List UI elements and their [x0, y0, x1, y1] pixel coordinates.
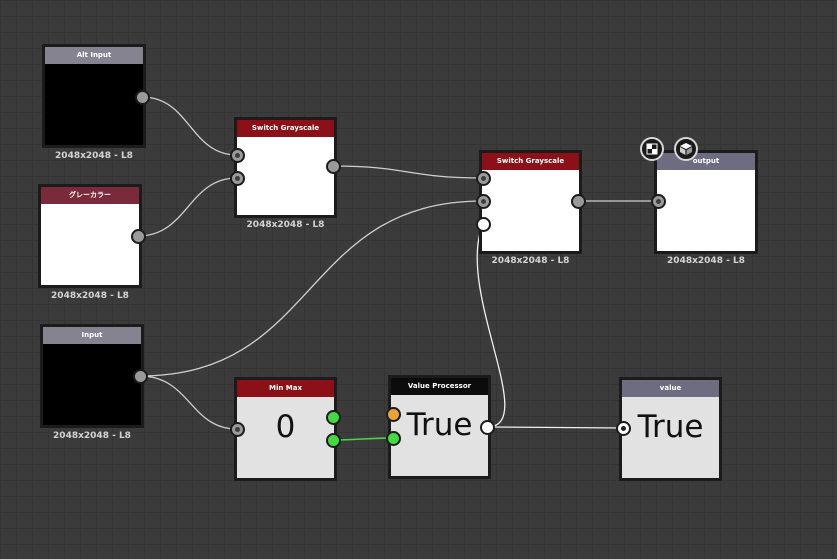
- node-preview: [43, 344, 141, 425]
- input-port[interactable]: [615, 420, 631, 436]
- node-preview: [41, 204, 139, 285]
- node-body: 0: [237, 397, 334, 478]
- node-caption: 2048x2048 - L8: [55, 151, 133, 161]
- output-port[interactable]: [570, 193, 586, 209]
- node-gray-color[interactable]: グレーカラー: [38, 184, 142, 288]
- node-value: 0: [275, 409, 296, 445]
- input-port[interactable]: [229, 170, 245, 186]
- input-port[interactable]: [650, 193, 666, 209]
- node-value: True: [637, 409, 704, 445]
- node-preview: [657, 170, 755, 251]
- input-port[interactable]: [229, 421, 245, 437]
- node-title: value: [622, 380, 719, 397]
- input-port[interactable]: [385, 406, 401, 422]
- node-caption: 2048x2048 - L8: [491, 256, 570, 266]
- node-value[interactable]: value True: [619, 377, 722, 481]
- node-min-max[interactable]: Min Max 0: [234, 377, 337, 481]
- node-caption: 2048x2048 - L8: [53, 431, 131, 441]
- node-caption: 2048x2048 - L8: [51, 291, 129, 301]
- node-input[interactable]: Input: [40, 324, 144, 428]
- node-switch-grayscale-1[interactable]: Switch Grayscale: [234, 117, 337, 218]
- wire-input-to-minmax: [139, 375, 238, 430]
- node-caption: 2048x2048 - L8: [246, 220, 325, 230]
- node-title: Value Processor: [391, 378, 488, 396]
- cube-view-icon[interactable]: [674, 137, 698, 161]
- checker-view-icon[interactable]: [640, 137, 664, 161]
- node-preview: [45, 64, 143, 145]
- wire-gray-to-switch1: [137, 177, 238, 237]
- node-body: True: [622, 397, 719, 478]
- output-port-bool[interactable]: [325, 432, 341, 448]
- input-port[interactable]: [229, 147, 245, 163]
- node-preview: [237, 137, 334, 215]
- node-preview: [482, 170, 579, 251]
- output-port[interactable]: [479, 419, 495, 435]
- wire-processor-to-value: [486, 426, 624, 429]
- wire-minmax-to-processor: [332, 437, 394, 441]
- node-value: True: [406, 407, 473, 443]
- node-switch-grayscale-2[interactable]: Switch Grayscale: [479, 150, 582, 254]
- output-port-bool[interactable]: [325, 409, 341, 425]
- output-port[interactable]: [325, 158, 341, 174]
- output-port[interactable]: [134, 89, 150, 105]
- node-title: Alt Input: [45, 47, 143, 64]
- node-title: Min Max: [237, 380, 334, 397]
- input-port[interactable]: [475, 193, 491, 209]
- node-title: Switch Grayscale: [237, 120, 334, 137]
- node-alt-input[interactable]: Alt Input: [42, 44, 146, 148]
- output-port[interactable]: [132, 368, 148, 384]
- node-title: output: [657, 153, 755, 170]
- node-value-processor[interactable]: Value Processor True: [388, 375, 491, 479]
- node-title: Switch Grayscale: [482, 153, 579, 170]
- node-caption: 2048x2048 - L8: [667, 256, 745, 266]
- node-body: True: [391, 395, 488, 476]
- node-title: グレーカラー: [41, 187, 139, 204]
- node-title: Input: [43, 327, 141, 344]
- input-port[interactable]: [475, 170, 491, 186]
- input-port-bool[interactable]: [385, 430, 401, 446]
- wire-alt-input-to-switch1: [141, 96, 238, 156]
- node-output[interactable]: output: [654, 150, 758, 254]
- input-port-bool[interactable]: [475, 216, 491, 232]
- wire-switch1-to-switch2: [332, 165, 484, 179]
- output-port[interactable]: [130, 228, 146, 244]
